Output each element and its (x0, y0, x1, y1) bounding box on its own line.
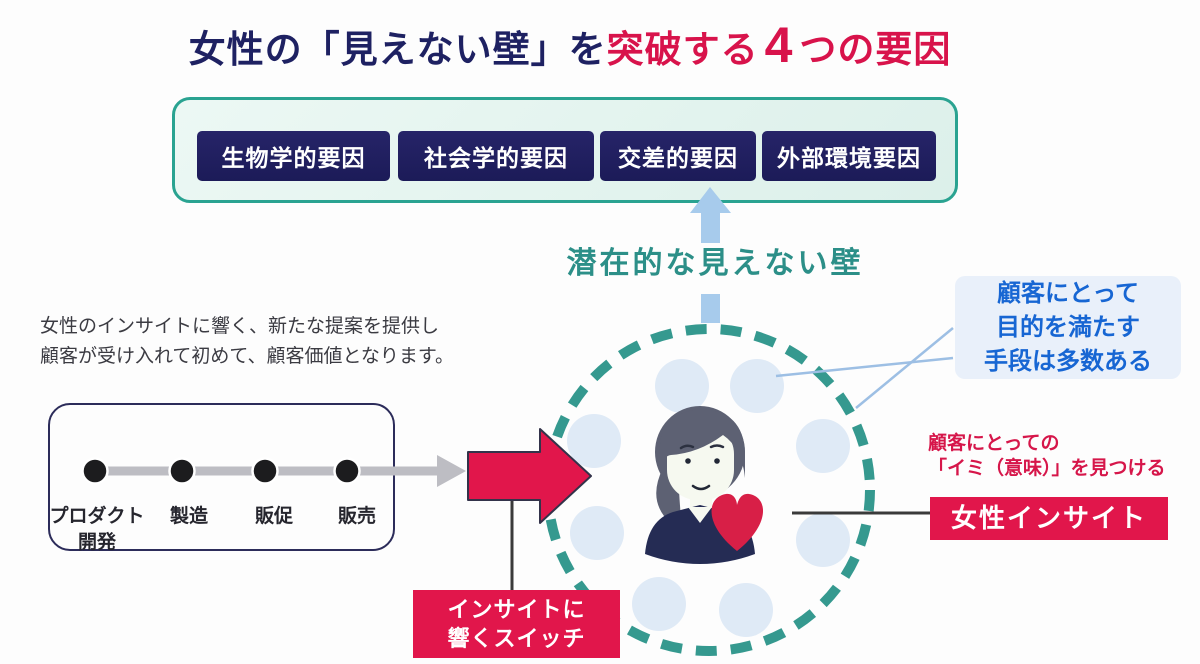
process-step-label-promotion: 販促 (254, 506, 293, 527)
factor-button-biological[interactable]: 生物学的要因 (197, 131, 390, 181)
insight-switch-box: インサイトに 響くスイッチ (413, 590, 620, 658)
callout-line-1: 顧客にとって (996, 280, 1140, 307)
title-red-part2: つの要因 (799, 29, 952, 70)
switch-line-1: インサイトに (447, 597, 586, 622)
process-step-label-sales: 販売 (337, 506, 376, 527)
customer-meaning-note: 顧客にとっての 「イミ（意味）」を見つける (928, 431, 1190, 481)
note-line-2: 顧客が受け入れて初めて、顧客価値となります。 (40, 346, 455, 367)
title-navy-part: 女性の「見えない壁」を (188, 29, 607, 70)
factor-button-intersectional[interactable]: 交差的要因 (600, 131, 756, 181)
process-step-label-development: 開発 (77, 532, 116, 553)
process-flow-box (48, 403, 395, 551)
factor-button-external[interactable]: 外部環境要因 (762, 131, 936, 181)
woman-illustration (645, 406, 764, 564)
insight-explanation-note: 女性のインサイトに響く、新たな提案を提供し 顧客が受け入れて初めて、顧客価値とな… (40, 312, 454, 372)
callout-line-2: 目的を満たす (996, 314, 1140, 341)
title-number: 4 (764, 17, 794, 73)
switch-line-2: 響くスイッチ (447, 626, 586, 651)
heart-icon (711, 493, 764, 551)
meaning-note-line-1: 顧客にとっての (928, 433, 1060, 454)
customer-means-callout: 顧客にとって 目的を満たす 手段は多数ある (955, 276, 1181, 379)
callout-line-3: 手段は多数ある (984, 348, 1152, 375)
process-step-label-manufacturing: 製造 (169, 506, 208, 527)
latent-invisible-wall-label: 潜在的な見えない壁 (566, 247, 864, 280)
meaning-note-line-2: 「イミ（意味）」を見つける (928, 458, 1166, 479)
factor-button-sociological[interactable]: 社会学的要因 (398, 131, 594, 181)
red-right-arrow-icon (467, 428, 592, 524)
callout-pointer-lines (775, 327, 954, 409)
process-step-label-product: プロダクト (49, 506, 145, 527)
note-line-1: 女性のインサイトに響く、新たな提案を提供し (40, 316, 440, 337)
female-insight-button[interactable]: 女性インサイト (930, 497, 1168, 540)
title-red-part1: 突破する (606, 29, 759, 70)
